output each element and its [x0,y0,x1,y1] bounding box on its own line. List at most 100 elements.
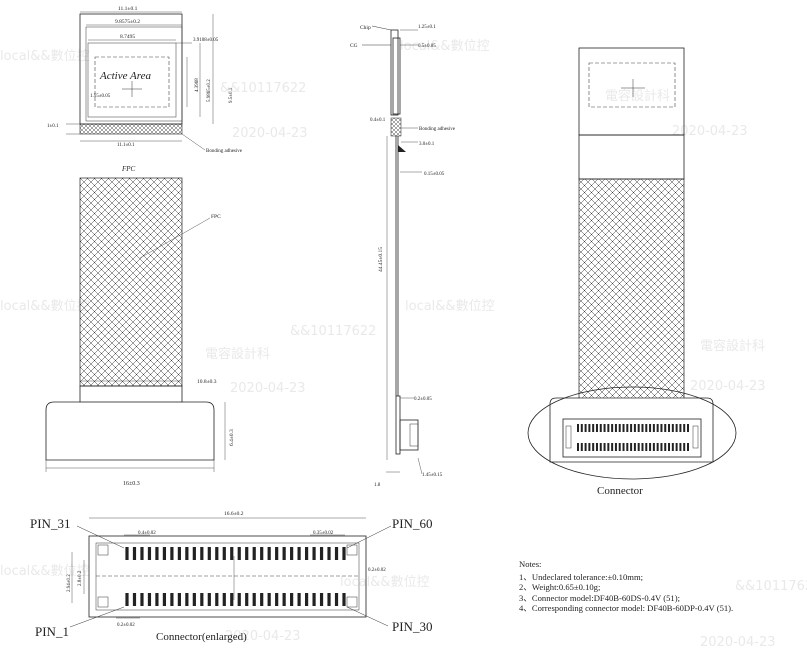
connector-pin [334,593,339,606]
fpc-top-label: FPC [121,165,136,173]
dim-side-gap: 0.2±0.02 [368,568,386,573]
connector-pin [342,547,346,560]
connector-pin [297,593,301,606]
connector-pin [652,424,655,432]
connector-pin [327,593,331,606]
connector-pin [245,593,249,606]
watermark-text: local&&數位控 [340,575,430,590]
connector-pin [297,547,301,560]
watermark-layer: local&&數位控 &&10117622 local&&數位控 電容設計科 2… [0,39,807,650]
chip-layer [392,37,401,115]
connector-outline [88,535,367,618]
dim-bond-width: 11.1±0.1 [117,143,135,148]
note-item: 3、Connector model:DF40B-60DS-0.4V (51); [519,592,680,603]
connector-enlarged-label: Connector(enlarged) [156,631,247,643]
side-view: Chip CG 1.25±0.1 0.5±0.05 0.4±0.1 Bondin… [350,25,456,488]
watermark-text: local&&數位控 [0,299,90,314]
connector-pin [675,424,678,432]
dim-fpc-neck: 10.8±0.3 [197,379,217,385]
fpc-neck [79,385,183,403]
connector-pin [603,443,606,451]
connector-pin [664,424,667,432]
connector-pin [668,424,671,432]
pin-60-label: PIN_60 [392,516,432,531]
dim-fpc-offset: 3.0±0.1 [419,142,435,147]
connector-pin [622,424,625,432]
connector-pin [155,547,159,560]
connector-pin [671,443,674,451]
connector-pin [245,547,249,560]
connector-pin [237,547,241,560]
connector-pin [327,547,331,560]
watermark-text: &&10117622 [290,324,376,339]
dim-fpc-length: 44.45±0.15 [378,247,384,272]
connector-pin [140,547,144,560]
connector-pin [614,424,617,432]
connector-pin [599,424,602,432]
connector-base [45,401,215,461]
fpc-callout-label: FPC [211,214,221,220]
pin-row-bottom [125,593,346,606]
connector-pin [641,443,644,451]
dim-connector-h: 1.45±0.15 [422,473,443,478]
side-connector-body [409,423,419,447]
connector-pin [290,547,294,560]
side-connector [399,419,419,451]
connector-pin [637,424,640,432]
connector-pin [599,443,602,451]
connector-pin [580,443,583,451]
dim-body-height: 2.94±0.2 [67,574,72,592]
pin-31-label: PIN_31 [30,516,70,531]
connector-pin [633,443,636,451]
connector-pin [592,443,595,451]
connector-pin [192,547,196,560]
active-area-label: Active Area [99,70,152,82]
connector-pin [170,547,174,560]
dim-bottom-gap: 1.55±0.05 [90,94,111,99]
notes-title: Notes: [519,559,542,569]
corner-pad [346,596,358,608]
connector-pin [275,547,279,560]
connector-pin [630,443,633,451]
watermark-text: 2020-04-23 [700,635,776,650]
dim-aa-offset: 3.9108±0.05 [193,38,219,43]
back-fpc-hatched [578,178,685,399]
connector-pin [588,424,591,432]
connector-pin [607,424,610,432]
connector-pin [614,443,617,451]
connector-pin [603,424,606,432]
connector-pin [626,424,629,432]
corner-pad [97,544,109,556]
watermark-text: &&10117622 [220,81,306,96]
connector-pin [630,424,633,432]
watermark-text: &&10117622 [735,579,807,594]
watermark-text: 2020-04-23 [225,629,301,644]
back-pin-row-bottom [577,443,689,451]
watermark-text: 2020-04-23 [672,124,748,139]
front-view: Active Area 11.1±0.1 9.8575±0.2 8.7495 3… [45,6,243,487]
watermark-text: 2020-04-23 [232,126,308,141]
dim-total-width: 16.6±0.2 [224,511,244,517]
pin-30-label: PIN_30 [392,619,432,634]
watermark-text: local&&數位控 [400,39,490,54]
connector-pin [162,593,167,606]
dim-base-width: 16±0.3 [123,481,140,487]
note-item: 1、Undeclared tolerance:±0.10mm; [519,571,644,582]
side-adhesive [390,117,402,137]
watermark-text: local&&數位控 [0,49,90,64]
connector-pin [664,443,667,451]
watermark-text: 2020-04-23 [230,381,306,396]
connector-pin [282,593,286,606]
back-view: Connector [527,47,737,497]
connector-pin [607,443,610,451]
connector-pin [312,593,316,606]
connector-pin [177,593,181,606]
connector-pin [215,547,219,560]
connector-pin [592,424,595,432]
back-base [549,397,714,463]
connector-pin [580,424,583,432]
connector-pin [125,593,129,606]
connector-pin [147,593,152,606]
connector-pin [641,424,644,432]
connector-pin [626,443,629,451]
